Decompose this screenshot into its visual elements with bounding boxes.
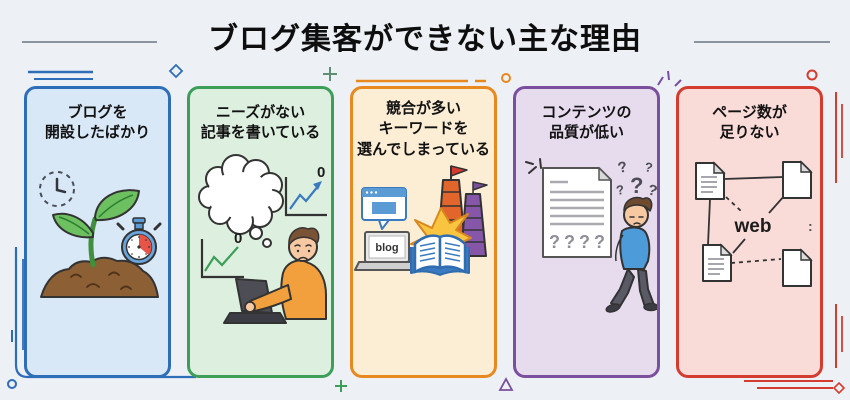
card-competitive-keywords: 競合が多い キーワードを 選んでしまっている [350,86,497,378]
page-icon-bottom-left [702,243,733,282]
svg-text:?: ? [643,159,653,175]
card-label: ニーズがない 記事を書いている [200,103,321,141]
purple-triangle-decoration [498,377,514,391]
plus-decoration-top [323,67,337,81]
card-low-quality-content: コンテンツの 品質が低い ???? ? ? ? ? ? [513,86,660,378]
line-chart-up-icon: 0 [284,164,327,217]
orange-circle-decoration [501,73,511,83]
red-vertical-lines-top [835,92,843,183]
colon-mark: : [808,218,813,234]
person-at-laptop [223,227,327,324]
red-circle-decoration [806,69,818,81]
open-book-icon [410,234,470,276]
document-icon: ???? [542,167,612,258]
web-label: web [734,216,772,237]
card-just-started-blog: ブログを 開設したばかり [24,86,171,378]
stopwatch-icon [116,217,162,265]
sprout-illustration [39,171,162,298]
plus-decoration-bottom [335,380,347,392]
thought-bubble [198,154,284,248]
purple-sparkle-decoration [657,70,682,87]
zero-label: 0 [234,230,242,247]
card-label: ブログを 開設したばかり [44,103,151,141]
doc-question-row: ???? [549,232,609,252]
browser-window-icon [361,186,407,230]
card-no-needs-articles: ニーズがない 記事を書いている 0 0 [187,86,334,378]
page-title: ブログ集客ができない主な理由 [208,23,642,56]
blog-laptop-icon: blog [354,230,420,271]
emphasis-marks [525,158,542,174]
keywords-illustration: blog [354,165,488,276]
sprout-icon [52,189,140,268]
blue-double-line-decoration [28,70,93,80]
card-label: ページ数が 足りない [712,103,787,141]
red-vertical-lines-bottom [835,304,843,368]
red-horizontal-lines-bottom [744,380,833,389]
svg-text:?: ? [616,158,629,177]
line-chart-flat-icon: 0 [200,230,244,279]
svg-text:?: ? [630,173,643,198]
page-icon-top-left [695,161,726,200]
no-needs-illustration: 0 0 [198,154,327,324]
zero-label: 0 [317,164,325,181]
walking-person [605,196,657,313]
floating-question-marks: ? ? ? ? ? [615,158,657,200]
soil-mound [40,256,159,298]
page-icon-top-right [782,160,813,199]
low-quality-illustration: ???? ? ? ? ? ? [525,158,657,313]
clock-icon [39,171,75,207]
svg-text:?: ? [615,182,625,198]
page-icon-bottom-right [782,248,813,287]
svg-text:?: ? [646,181,657,200]
linked-pages-diagram: web : [695,160,813,287]
blue-diamond-decoration [168,63,184,79]
card-label: 競合が多い キーワードを 選んでしまっている [357,100,490,158]
reason-cards: ブログを 開設したばかり [24,86,823,378]
blog-label: blog [375,242,398,254]
card-label: コンテンツの 品質が低い [541,103,632,141]
red-diamond-decoration [832,381,846,395]
card-not-enough-pages: ページ数が 足りない [676,86,823,378]
